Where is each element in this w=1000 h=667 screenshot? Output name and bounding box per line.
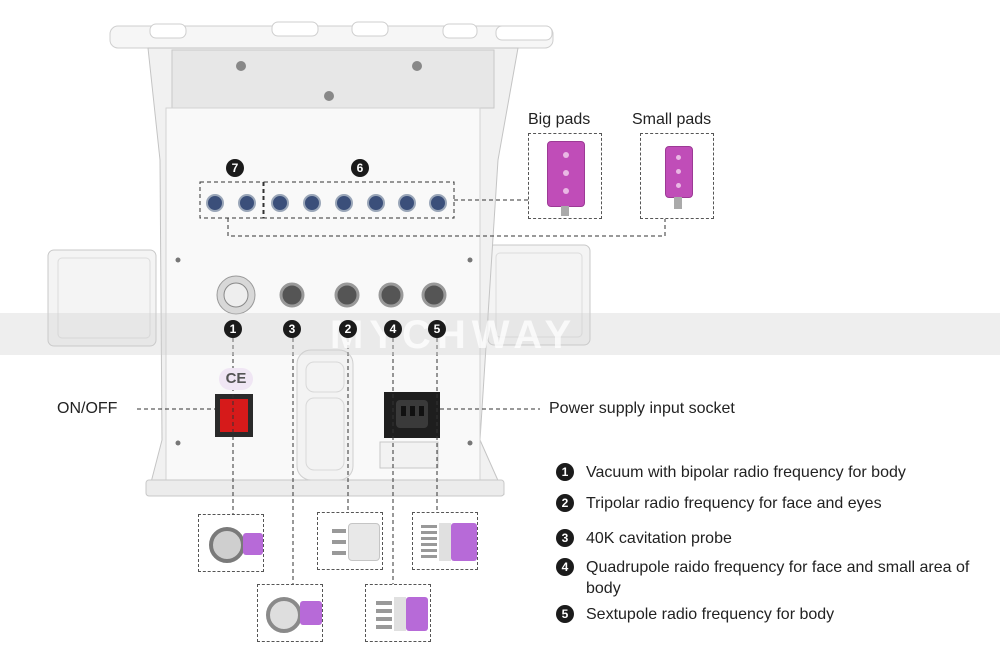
legend-text-5: Sextupole radio frequency for body (586, 606, 835, 623)
big-pad-image (547, 141, 585, 207)
watermark-text: MYCHWAY (330, 313, 578, 357)
top-handle-rack (109, 21, 554, 49)
vacuum-handpiece-image (209, 527, 245, 563)
legend-num-1: 1 (556, 463, 574, 481)
legend-num-3: 3 (556, 529, 574, 547)
big-pads-label: Big pads (528, 111, 591, 128)
port-badge-5: 5 (428, 320, 446, 338)
left-side-rack (47, 249, 157, 347)
handpiece-1-box (198, 514, 264, 572)
watermark-band (0, 313, 1000, 355)
legend-text-3: 40K cavitation probe (586, 530, 732, 547)
handpiece-ports (216, 275, 447, 315)
group-7-badge: 7 (226, 159, 244, 177)
power-switch-graphic (215, 394, 253, 437)
port-badge-4: 4 (384, 320, 402, 338)
legend-num-4: 4 (556, 558, 574, 576)
legend-num-5: 5 (556, 605, 574, 623)
handpiece-5-box (412, 512, 478, 570)
small-pads-label: Small pads (632, 111, 712, 128)
tripolar-handpiece-image (332, 527, 348, 557)
small-pad-image (665, 146, 693, 198)
quadrupole-handpiece-image (376, 599, 394, 629)
port-badge-3: 3 (283, 320, 301, 338)
legend-text-4: Quadrupole raido frequency for face and … (586, 559, 970, 597)
group-6-badge: 6 (351, 159, 369, 177)
legend-text-1: Vacuum with bipolar radio frequency for … (586, 464, 906, 481)
handpiece-2-box (317, 512, 383, 570)
sextupole-handpiece-image (421, 523, 439, 561)
port-badge-2: 2 (339, 320, 357, 338)
legend-text-2: Tripolar radio frequency for face and ey… (586, 495, 882, 512)
power-socket-graphic (379, 392, 440, 469)
ce-mark: CE (219, 368, 253, 390)
handpiece-3-box (257, 584, 323, 642)
legend-num-2: 2 (556, 494, 574, 512)
probe-holder (296, 349, 354, 481)
big-pads-box (528, 133, 602, 219)
port-badge-1: 1 (224, 320, 242, 338)
handpiece-4-box (365, 584, 431, 642)
on-off-label: ON/OFF (57, 400, 118, 417)
cavitation-probe-image (266, 597, 302, 633)
power-socket-label: Power supply input socket (549, 400, 735, 417)
small-pads-box (640, 133, 714, 219)
pad-fittings (206, 194, 447, 212)
